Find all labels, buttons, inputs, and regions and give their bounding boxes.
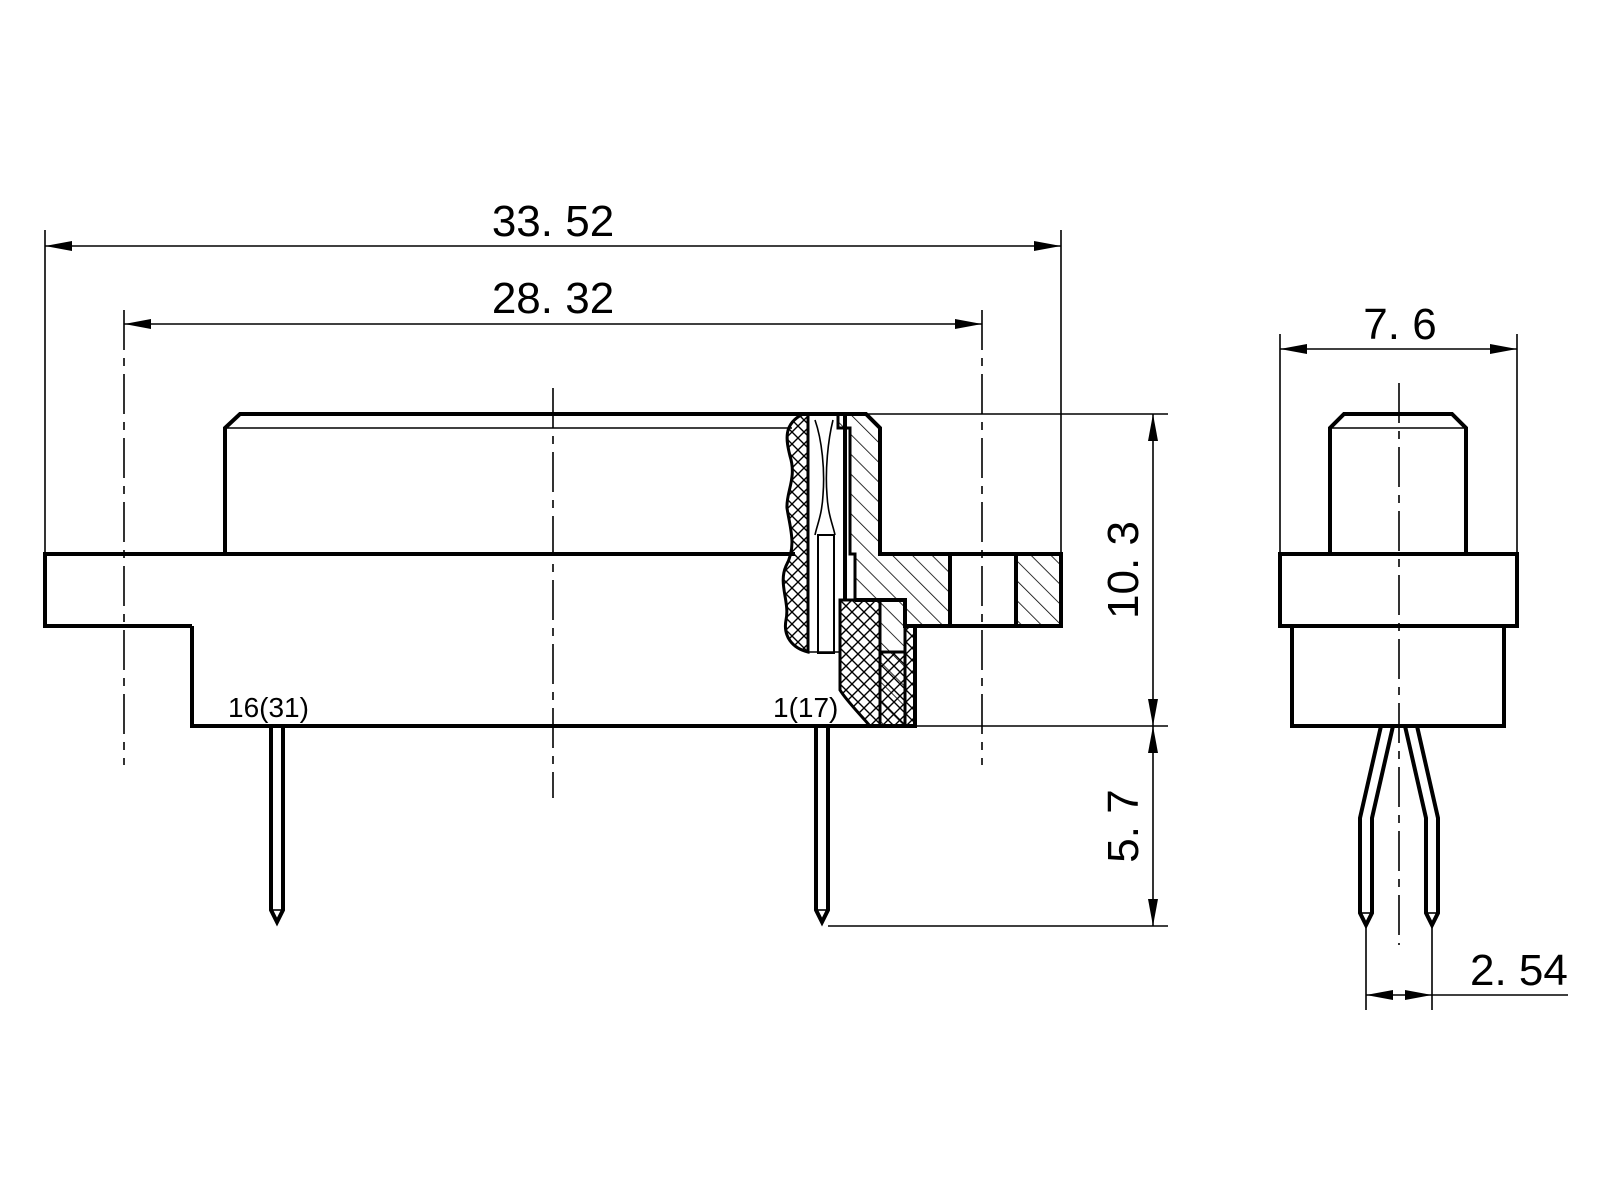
dim-mounting-pitch: 28. 32 [124,274,982,329]
side-pin-left [1358,725,1395,930]
flange [43,552,795,628]
contact-tail [817,534,835,654]
shell-section [836,412,952,628]
side-lower-body [1290,624,1506,728]
pin-label-right: 1(17) [773,692,838,723]
lower-body [190,626,835,728]
insulator-cutaway [781,412,810,654]
lower-insert-diag [878,598,907,728]
dim-overall-length: 33. 52 [44,197,1062,554]
dim-side-width-text: 7. 6 [1363,300,1436,349]
dim-pin-length-text: 5. 7 [1099,789,1148,862]
pin-label-left: 16(31) [228,692,309,723]
side-view: 7. 6 2. 54 [1278,300,1568,1010]
dim-body-height: 10. 3 [866,413,1168,727]
flange-hatch [1016,554,1061,626]
dim-pin-length: 5. 7 [828,726,1168,927]
pin-right [814,726,830,927]
front-view: 16(31) 1(17) 33. 52 28. 32 [43,197,1168,927]
contact-socket [814,419,836,536]
pin-left [269,726,285,927]
dim-pin-pitch: 2. 54 [1365,925,1568,1010]
side-pin-right [1403,725,1440,930]
dim-pin-pitch-text: 2. 54 [1470,946,1568,995]
dim-mounting-pitch-text: 28. 32 [492,274,614,323]
dim-side-width: 7. 6 [1279,300,1518,554]
dim-body-height-text: 10. 3 [1099,521,1148,619]
dim-overall-length-text: 33. 52 [492,197,614,246]
upper-shell [223,412,792,554]
side-shroud [1328,412,1468,554]
